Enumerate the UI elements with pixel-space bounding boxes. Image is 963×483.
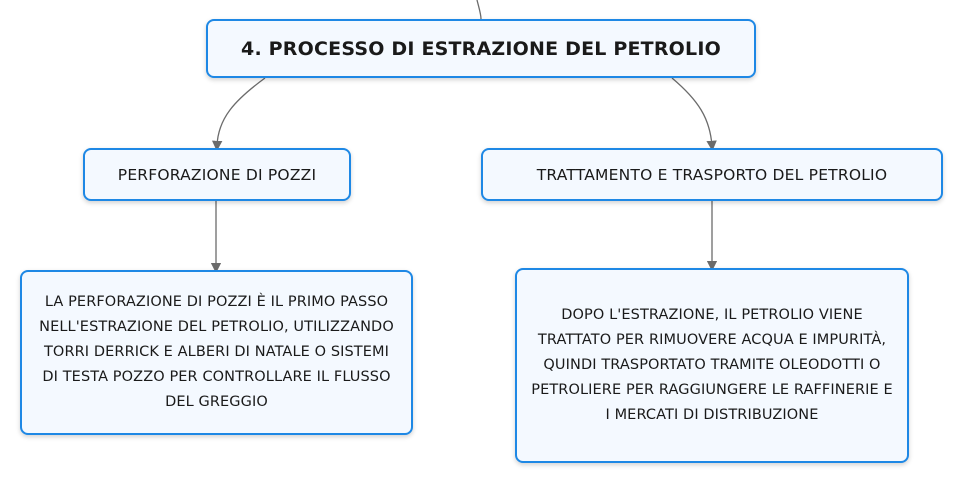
connector-root-to-branch-1: [211, 77, 266, 152]
branch-topic-drilling[interactable]: PERFORAZIONE DI POZZI: [83, 148, 351, 201]
detail-topic-treatment-transport[interactable]: DOPO L'ESTRAZIONE, IL PETROLIO VIENE TRA…: [515, 268, 909, 463]
branch-topic-treatment-transport[interactable]: TRATTAMENTO E TRASPORTO DEL PETROLIO: [481, 148, 943, 201]
connector-parent-to-root: [476, 0, 482, 20]
connector-root-to-branch-2: [671, 77, 717, 152]
detail-topic-drilling-text: LA PERFORAZIONE DI POZZI È IL PRIMO PASS…: [39, 294, 394, 410]
detail-topic-treatment-transport-text: DOPO L'ESTRAZIONE, IL PETROLIO VIENE TRA…: [531, 307, 893, 423]
branch-topic-drilling-label: PERFORAZIONE DI POZZI: [117, 165, 317, 184]
root-topic[interactable]: 4. PROCESSO DI ESTRAZIONE DEL PETROLIO: [206, 19, 756, 78]
detail-topic-drilling[interactable]: LA PERFORAZIONE DI POZZI È IL PRIMO PASS…: [20, 270, 413, 435]
root-topic-label: 4. PROCESSO DI ESTRAZIONE DEL PETROLIO: [241, 37, 721, 60]
branch-topic-treatment-transport-label: TRATTAMENTO E TRASPORTO DEL PETROLIO: [536, 165, 888, 184]
